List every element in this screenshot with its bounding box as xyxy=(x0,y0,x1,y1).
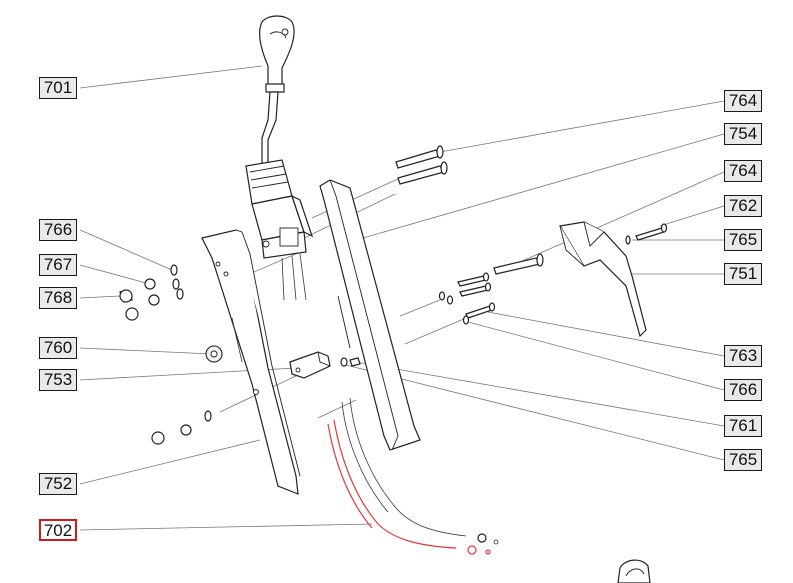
callout-767[interactable]: 767 xyxy=(39,254,77,276)
long-bolts xyxy=(395,145,544,275)
callout-766[interactable]: 766 xyxy=(39,219,77,241)
callout-765[interactable]: 765 xyxy=(724,229,762,251)
callout-760[interactable]: 760 xyxy=(39,337,77,359)
callout-754[interactable]: 754 xyxy=(724,123,762,145)
left-fasteners xyxy=(119,264,212,445)
leader-702 xyxy=(79,523,373,531)
leader-767 xyxy=(79,264,147,284)
callout-765-lower[interactable]: 765 xyxy=(724,449,762,471)
shift-cable xyxy=(327,397,499,555)
callout-761[interactable]: 761 xyxy=(724,415,762,437)
leader-765b xyxy=(341,363,725,461)
leader-701 xyxy=(79,65,263,89)
leader-762 xyxy=(659,205,725,227)
grommet xyxy=(205,345,223,363)
callout-768[interactable]: 768 xyxy=(39,287,77,309)
leader-763 xyxy=(487,311,725,357)
callout-752[interactable]: 752 xyxy=(39,473,77,495)
leader-766a xyxy=(79,229,173,271)
callout-751[interactable]: 751 xyxy=(724,263,762,285)
leader-760 xyxy=(79,347,213,355)
leader-764b xyxy=(519,171,725,263)
callout-766-right[interactable]: 766 xyxy=(724,379,762,401)
callout-753[interactable]: 753 xyxy=(39,369,77,391)
center-plate xyxy=(319,179,421,451)
cable-clamp xyxy=(289,351,361,379)
fasteners xyxy=(438,223,668,325)
leader-764a xyxy=(439,100,725,153)
leader-768 xyxy=(79,295,121,299)
shift-lever xyxy=(258,15,295,165)
callout-764-lower[interactable]: 764 xyxy=(724,160,762,182)
left-bracket-plate xyxy=(201,229,301,495)
callout-702[interactable]: 702 xyxy=(39,519,77,541)
guide-line xyxy=(404,317,467,345)
callout-762[interactable]: 762 xyxy=(724,195,762,217)
leader-766b xyxy=(467,321,725,391)
leader-752 xyxy=(79,439,261,485)
shift-tower xyxy=(245,159,314,301)
leader-754 xyxy=(355,133,725,241)
leader-761 xyxy=(355,361,725,427)
callout-701[interactable]: 701 xyxy=(39,77,77,99)
callout-764[interactable]: 764 xyxy=(724,90,762,112)
guide-line xyxy=(317,399,357,419)
leader-lines xyxy=(79,65,725,531)
partial-part xyxy=(617,559,651,583)
right-bracket xyxy=(559,221,647,338)
guide-line xyxy=(399,299,441,317)
callout-763[interactable]: 763 xyxy=(724,345,762,367)
